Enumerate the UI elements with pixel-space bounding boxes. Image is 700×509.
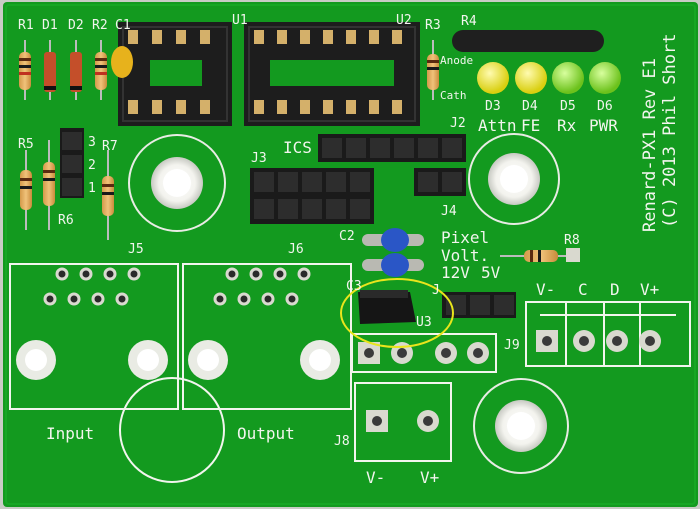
j4-header [414, 168, 466, 196]
label-j8-vplus: V+ [420, 468, 440, 487]
board-title-line2: (C) 2013 Phil Short [660, 33, 680, 228]
label-j9-vminus: V- [536, 280, 556, 299]
label-d4: D4 [522, 99, 538, 114]
c3-capacitor [362, 253, 424, 277]
label-r7: R7 [102, 139, 118, 154]
board-title-line1: Renard-PX1 Rev E1 [640, 58, 660, 232]
label-r3: R3 [425, 18, 441, 33]
led-d5 [552, 62, 584, 94]
led-d4 [515, 62, 547, 94]
label-anode: Anode [440, 54, 474, 67]
led-d6 [589, 62, 621, 94]
u2-socket [244, 22, 420, 126]
r6-resistor [43, 140, 55, 230]
label-attn: Attn [478, 116, 517, 135]
c2-capacitor [362, 228, 424, 252]
r4-component [452, 30, 604, 52]
label-r1: R1 [18, 18, 34, 33]
label-u2: U2 [396, 13, 412, 28]
label-u1: U1 [232, 13, 248, 28]
label-d3: D3 [485, 99, 501, 114]
label-j4: J4 [441, 204, 457, 219]
label-j8-vminus: V- [366, 468, 386, 487]
label-rx: Rx [557, 116, 577, 135]
label-j2: J2 [450, 116, 466, 131]
mounting-hole-bottom-right [473, 378, 569, 474]
jumper-block-jp [60, 128, 84, 198]
label-d6: D6 [597, 99, 613, 114]
outline-circle [119, 377, 225, 483]
u3-regulator [358, 290, 416, 324]
mounting-hole-top-right [468, 133, 560, 225]
label-jp2: 2 [88, 158, 96, 173]
u1-socket [118, 22, 232, 126]
label-j9: J9 [504, 338, 520, 353]
j5-footprint [9, 263, 179, 410]
label-jp3: 3 [88, 135, 96, 150]
label-j6: J6 [288, 242, 304, 257]
c1-capacitor [111, 46, 133, 78]
label-j9-d: D [610, 280, 620, 299]
label-r2: R2 [92, 18, 108, 33]
r3-resistor [427, 40, 439, 100]
label-r6: R6 [58, 213, 74, 228]
mounting-hole-top-left [128, 134, 226, 232]
d1-diode [44, 40, 56, 100]
label-r5: R5 [18, 137, 34, 152]
label-j3: J3 [251, 151, 267, 166]
label-ics: ICS [283, 138, 312, 157]
label-fe: FE [521, 116, 541, 135]
label-c2: C2 [339, 229, 355, 244]
label-r4: R4 [461, 14, 477, 29]
label-c3: C3 [346, 279, 362, 294]
r7-resistor [102, 150, 114, 240]
label-jp1: 1 [88, 181, 96, 196]
d2-diode [70, 40, 82, 100]
label-output: Output [237, 424, 295, 443]
r8-resistor [500, 248, 580, 262]
label-pixel: Pixel [441, 228, 490, 247]
j8-footprint [354, 382, 452, 462]
label-pwr: PWR [589, 116, 618, 135]
label-d5: D5 [560, 99, 576, 114]
label-12v: 12V [441, 263, 470, 282]
label-j8: J8 [334, 434, 350, 449]
label-j5: J5 [128, 242, 144, 257]
r2-resistor [95, 40, 107, 100]
label-u3: U3 [416, 315, 432, 330]
j2-header [318, 134, 466, 162]
label-c1: C1 [115, 18, 131, 33]
led-d3 [477, 62, 509, 94]
label-j7: J [432, 283, 440, 298]
label-r8: R8 [564, 233, 580, 248]
label-j9-c: C [578, 280, 588, 299]
label-d1: D1 [42, 18, 58, 33]
label-input: Input [46, 424, 95, 443]
r1-resistor [19, 40, 31, 100]
j9-footprint [525, 301, 691, 367]
j3-header [250, 168, 374, 224]
r5-resistor [20, 150, 32, 230]
label-d2: D2 [68, 18, 84, 33]
j7-header [442, 292, 516, 318]
label-volt: Volt. [441, 246, 490, 265]
label-5v: 5V [481, 263, 501, 282]
pcb-board [3, 2, 698, 507]
highlight-ellipse [340, 278, 454, 348]
label-j9-vplus: V+ [640, 280, 660, 299]
j6-footprint [182, 263, 352, 410]
label-cathode: Cath [440, 89, 467, 102]
